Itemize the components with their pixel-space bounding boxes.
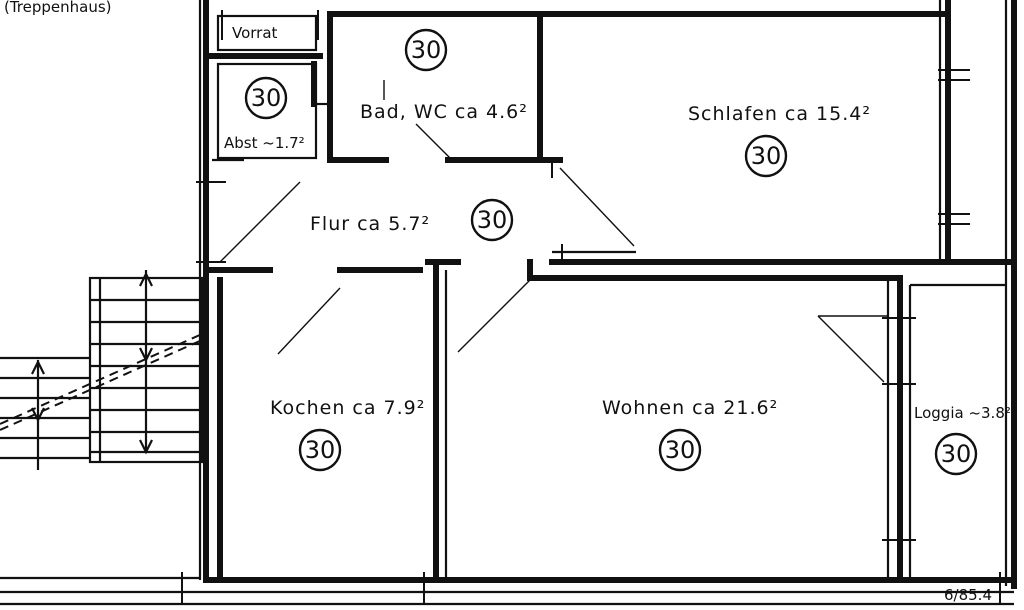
room-label-schlafen: Schlafen ca 15.4² bbox=[688, 103, 871, 125]
badge-wohnen: 30 bbox=[658, 428, 702, 472]
badge-abstell: 30 bbox=[244, 76, 288, 120]
sheet-number: 6/85.4 bbox=[944, 586, 992, 604]
window-marks bbox=[181, 10, 1001, 604]
room-label-bad: Bad, WC ca 4.6² bbox=[360, 101, 528, 123]
svg-text:30: 30 bbox=[305, 436, 336, 464]
room-label-loggia: Loggia ~3.8² bbox=[914, 404, 1011, 422]
badge-bad: 30 bbox=[404, 28, 448, 72]
badge-loggia: 30 bbox=[934, 432, 978, 476]
svg-text:30: 30 bbox=[941, 440, 972, 468]
svg-text:30: 30 bbox=[477, 206, 508, 234]
svg-text:30: 30 bbox=[251, 84, 282, 112]
staircase bbox=[0, 270, 204, 470]
svg-text:30: 30 bbox=[665, 436, 696, 464]
door-swings bbox=[219, 80, 888, 383]
svg-text:30: 30 bbox=[751, 142, 782, 170]
badge-kochen: 30 bbox=[298, 428, 342, 472]
room-label-vorrat: Vorrat bbox=[232, 24, 278, 42]
svg-text:30: 30 bbox=[411, 36, 442, 64]
room-label-flur: Flur ca 5.7² bbox=[310, 213, 430, 235]
badge-schlafen: 30 bbox=[744, 134, 788, 178]
room-label-abstell: Abst ~1.7² bbox=[224, 134, 305, 152]
corner-note: (Treppenhaus) bbox=[4, 0, 112, 16]
badge-flur: 30 bbox=[470, 198, 514, 242]
room-label-kochen: Kochen ca 7.9² bbox=[270, 397, 425, 419]
room-label-wohnen: Wohnen ca 21.6² bbox=[602, 397, 778, 419]
